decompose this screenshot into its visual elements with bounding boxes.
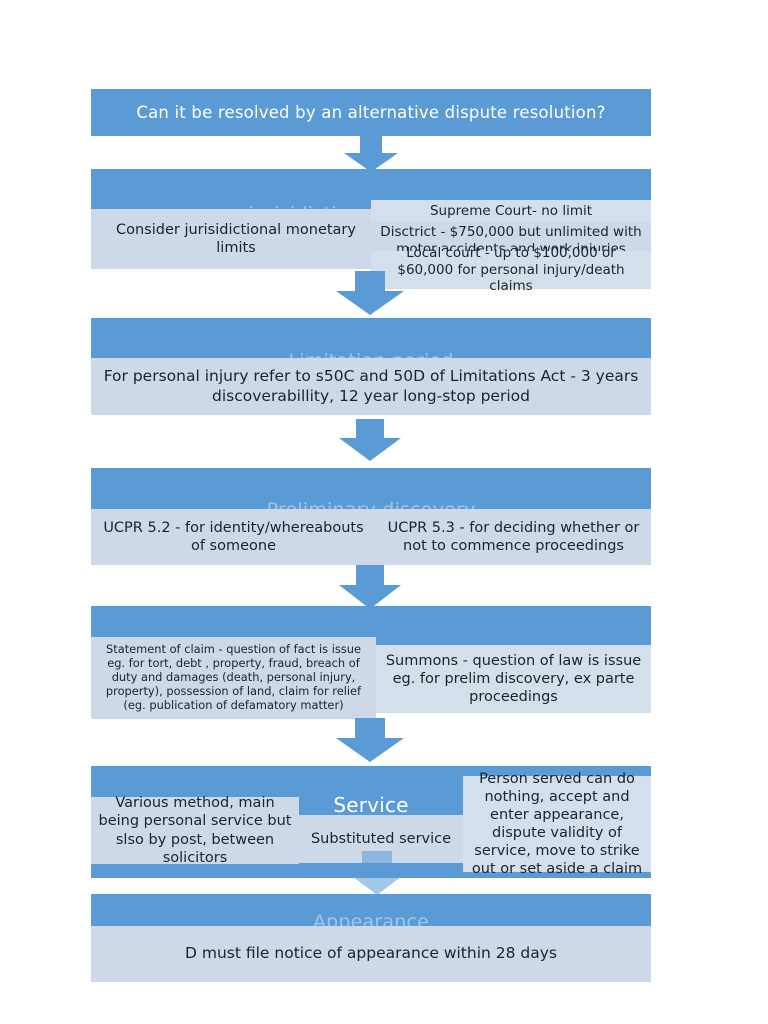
- box-local-court: Local court - up to $100,000 or $60,000 …: [371, 245, 651, 294]
- box-summons: Summons - question of law is issue eg. f…: [376, 645, 651, 713]
- arrow-jurisdiction-to-limitation: [336, 271, 404, 315]
- arrow-preliminary-to-originating: [339, 565, 401, 609]
- box-ucpr-52: UCPR 5.2 - for identity/whereabouts of s…: [91, 509, 376, 565]
- arrow-banner-to-jurisdiction: [344, 136, 398, 172]
- arrow-originating-to-service: [336, 718, 404, 762]
- box-limitation-detail: For personal injury refer to s50C and 50…: [91, 358, 651, 415]
- arrow-service-to-appearance: [344, 851, 410, 895]
- box-ucpr-53: UCPR 5.3 - for deciding whether or not t…: [376, 509, 651, 565]
- arrow-limitation-to-preliminary: [339, 419, 401, 461]
- box-monetary-limits: Consider jurisidictional monetary limits: [91, 209, 381, 269]
- box-notice-of-appearance: D must file notice of appearance within …: [91, 926, 651, 982]
- banner-adr-question: Can it be resolved by an alternative dis…: [91, 89, 651, 136]
- box-statement-of-claim: Statement of claim - question of fact is…: [91, 637, 376, 719]
- banner-text: Can it be resolved by an alternative dis…: [136, 103, 606, 122]
- box-person-served-options: Person served can do nothing, accept and…: [463, 771, 651, 877]
- section-band-preliminary: [91, 468, 651, 516]
- box-service-methods: Various method, main being personal serv…: [91, 795, 299, 866]
- box-supreme-court: Supreme Court- no limit: [371, 200, 651, 222]
